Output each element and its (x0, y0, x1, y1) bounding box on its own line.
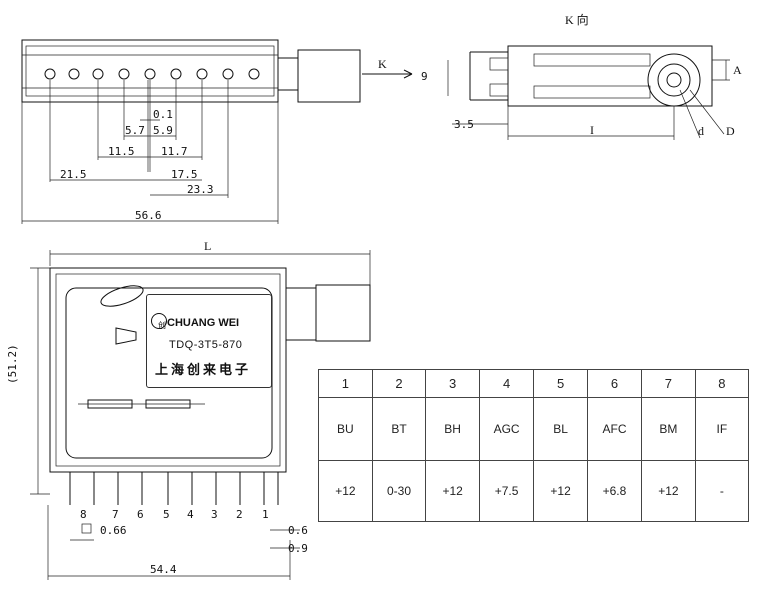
top-view: K 0.1 5.7 5.9 11.5 11.7 21.5 17.5 23.3 5… (21, 39, 413, 224)
pin-number-cell: 7 (641, 369, 696, 398)
width-label: L (204, 239, 211, 253)
pin-number-5: 5 (163, 508, 170, 521)
brand-name: CHUANG WEI (167, 317, 240, 329)
voltage-row: +12 0-30 +12 +7.5 +12 +6.8 +12 - (318, 460, 750, 522)
signal-cell: AGC (479, 397, 535, 461)
product-label: 创 CHUANG WEI TDQ-3T5-870 上海创来电子 (146, 294, 272, 388)
dim-d-small: d (698, 124, 704, 138)
signal-cell: AFC (586, 397, 643, 461)
pin-number-3: 3 (211, 508, 218, 521)
dim-0-6: 0.6 (288, 524, 308, 537)
pin-number-cell: 2 (371, 369, 427, 398)
pin-number-cell: 8 (694, 369, 750, 398)
pin-number-7: 7 (112, 508, 119, 521)
dim-11-5: 11.5 (108, 145, 135, 158)
k-arrow-label: K (378, 57, 387, 71)
signal-cell: BU (318, 397, 373, 461)
voltage-cell: +12 (425, 460, 481, 522)
signal-cell: IF (694, 397, 750, 461)
voltage-cell: +12 (533, 460, 588, 522)
dim-56-6: 56.6 (135, 209, 162, 222)
height-label: (51.2) (6, 344, 19, 384)
dim-i: I (590, 123, 594, 137)
dim-5-7: 5.7 (125, 124, 145, 137)
signal-cell: BT (371, 397, 427, 461)
dim-d-large: D (726, 124, 735, 138)
front-view: L (51.2) 8 7 6 5 4 3 (6, 239, 371, 580)
dim-9: 9 (421, 70, 428, 83)
pin-number-2: 2 (236, 508, 243, 521)
dim-11-7: 11.7 (161, 145, 188, 158)
dim-5-9: 5.9 (153, 124, 173, 137)
signal-cell: BH (425, 397, 481, 461)
voltage-cell: +6.8 (586, 460, 643, 522)
signal-cell: BL (533, 397, 588, 461)
dim-17-5: 17.5 (171, 168, 198, 181)
pin-number-6: 6 (137, 508, 144, 521)
side-view-title: K 向 (565, 12, 589, 27)
voltage-cell: +7.5 (479, 460, 535, 522)
dim-23-3: 23.3 (187, 183, 214, 196)
voltage-cell: 0-30 (371, 460, 427, 522)
voltage-cell: +12 (641, 460, 696, 522)
dim-0-1: 0.1 (153, 108, 173, 121)
pin-width-dim: 0.66 (100, 524, 127, 537)
side-view: K 向 3.5 I d D A 9 (421, 12, 742, 140)
dim-21-5: 21.5 (60, 168, 87, 181)
pin-number-cell: 4 (479, 369, 535, 398)
pin-number-cell: 5 (533, 369, 588, 398)
manufacturer-name: 上海创来电子 (155, 362, 252, 377)
pins (69, 472, 279, 505)
signal-row: BU BT BH AGC BL AFC BM IF (318, 397, 750, 461)
pin-number-cell: 6 (586, 369, 643, 398)
pin-holes (44, 68, 260, 80)
pin-number-cell: 1 (318, 369, 373, 398)
pin-number-row: 1 2 3 4 5 6 7 8 (318, 369, 750, 398)
logo-icon: 创 (151, 313, 167, 330)
voltage-cell: - (694, 460, 750, 522)
pin-number-cell: 3 (425, 369, 481, 398)
bottom-width-dim: 54.4 (150, 563, 177, 576)
voltage-cell: +12 (318, 460, 373, 522)
dim-3-5: 3.5 (454, 118, 474, 131)
model-number: TDQ-3T5-870 (169, 339, 243, 351)
dim-a: A (733, 63, 742, 77)
pin-table: 1 2 3 4 5 6 7 8 BU BT BH AGC BL AFC BM I… (318, 369, 750, 522)
dim-0-9: 0.9 (288, 542, 308, 555)
pin-number-8: 8 (80, 508, 87, 521)
pin-number-4: 4 (187, 508, 194, 521)
pin-number-1: 1 (262, 508, 269, 521)
signal-cell: BM (641, 397, 696, 461)
